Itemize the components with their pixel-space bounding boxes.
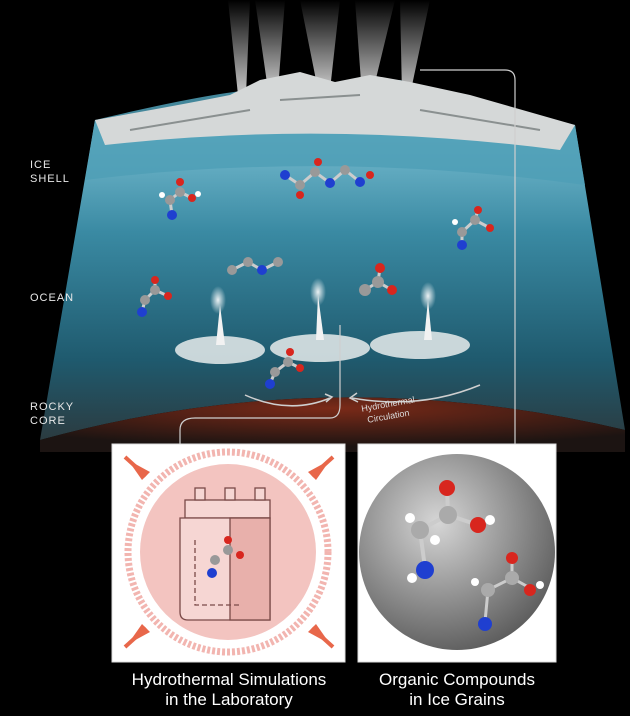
ethylamine-molecule bbox=[227, 257, 283, 275]
rocky-core bbox=[40, 397, 625, 452]
rocky-core-label: ROCKY CORE bbox=[30, 400, 74, 428]
rocky-core-label-line2: CORE bbox=[30, 415, 66, 427]
ocean-label: OCEAN bbox=[30, 292, 75, 304]
ice-grain-panel-caption: Organic Compounds in Ice Grains bbox=[350, 670, 564, 710]
ice-shell-label: ICE SHELL bbox=[30, 158, 70, 186]
pressure-vessel-icon bbox=[179, 487, 271, 621]
lab-simulation-panel bbox=[111, 443, 346, 663]
glycine-molecule bbox=[137, 276, 172, 317]
plumes bbox=[228, 0, 430, 95]
connector-line-right bbox=[420, 69, 516, 445]
ocean-layer bbox=[40, 120, 625, 440]
glycine-molecule bbox=[207, 536, 244, 578]
ice-shell-label-line1: ICE bbox=[30, 159, 52, 171]
lab-caption-line2: in the Laboratory bbox=[165, 690, 293, 709]
molecules bbox=[137, 158, 494, 389]
ice-grain-panel bbox=[357, 443, 557, 663]
glycine-molecule bbox=[265, 348, 304, 389]
ice-surface bbox=[95, 72, 575, 150]
connector-line-left bbox=[179, 325, 341, 445]
lab-panel-caption: Hydrothermal Simulations in the Laborato… bbox=[100, 670, 358, 710]
ice-grain-caption-line1: Organic Compounds bbox=[379, 670, 535, 689]
glycine-molecule bbox=[471, 552, 544, 631]
acetic-acid-molecule bbox=[359, 263, 397, 296]
peptide-molecule bbox=[280, 158, 374, 199]
circulation-arrows bbox=[244, 384, 481, 407]
glycine-molecule bbox=[452, 206, 494, 250]
ice-grain-caption-line2: in Ice Grains bbox=[409, 690, 505, 709]
hydrothermal-vents bbox=[175, 278, 470, 364]
lab-caption-line1: Hydrothermal Simulations bbox=[131, 670, 327, 689]
ice-shell-label-line2: SHELL bbox=[30, 173, 70, 185]
glycine-molecule bbox=[159, 178, 201, 220]
rocky-core-label-line1: ROCKY bbox=[30, 401, 75, 413]
pressure-arrows bbox=[123, 455, 335, 649]
glycine-molecule bbox=[405, 480, 495, 583]
